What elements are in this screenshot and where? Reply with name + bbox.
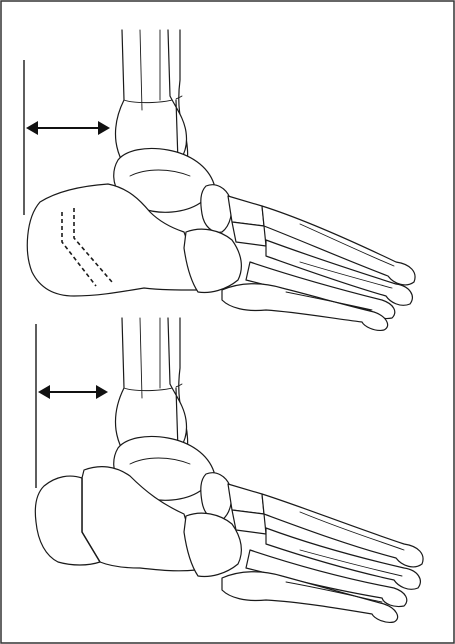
bottom-cuneiform-2 [232, 510, 266, 534]
top-cuboid [184, 229, 241, 292]
bottom-foot-panel [35, 318, 423, 622]
top-foot-panel [24, 30, 415, 330]
top-navicular [201, 185, 232, 233]
top-cuneiform-2 [232, 222, 266, 246]
bottom-cuneiform-1 [228, 484, 264, 514]
bottom-measurement-arrow [38, 385, 108, 399]
top-measurement-arrow [26, 121, 110, 135]
bottom-cuboid [184, 513, 241, 576]
top-cuneiform-1 [228, 196, 264, 226]
